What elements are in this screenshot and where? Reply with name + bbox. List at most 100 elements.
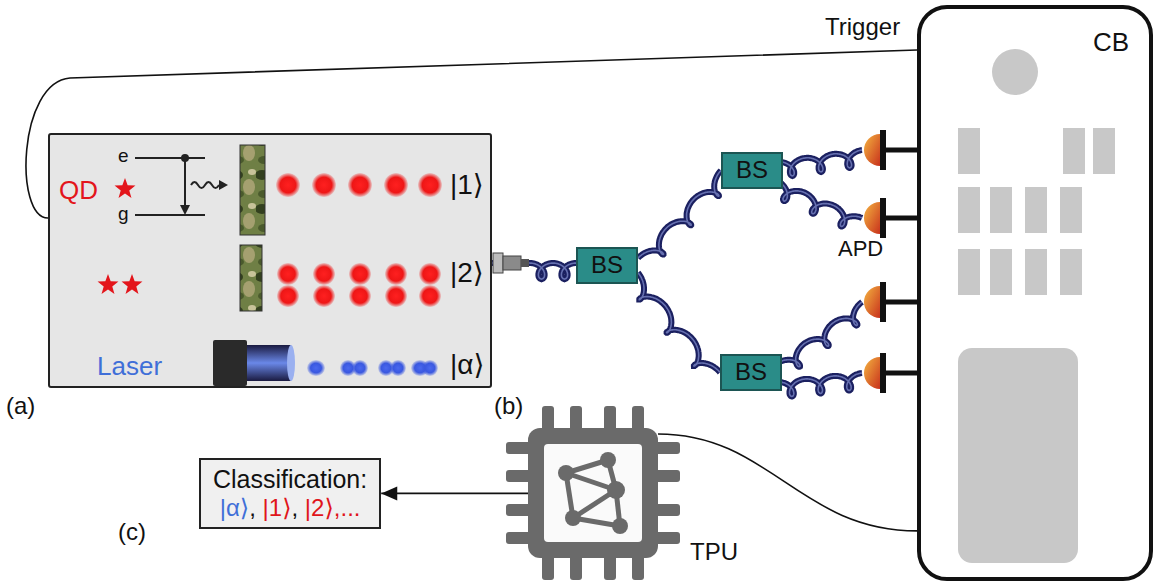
photon-dots-part: [384, 173, 408, 197]
fiber-highlight: [530, 263, 576, 279]
signal-line: [658, 434, 917, 531]
apd-detector: [864, 130, 918, 393]
fiber-tube: [776, 180, 862, 226]
apd-detector-part-part: [880, 130, 886, 170]
source-illustration-part: [122, 274, 143, 294]
node-text: BS: [733, 156, 771, 185]
board-components-part: [958, 49, 1115, 563]
photon-dots-part: [418, 173, 442, 197]
tpu-chip-part-part: [612, 518, 628, 534]
tpu-chip-part-part: [528, 428, 658, 558]
photon-dots-part: [313, 263, 335, 285]
beam-splitter: BS: [576, 247, 638, 284]
coherent-pulses-part: [352, 360, 368, 376]
class-item: |1⟩: [263, 494, 292, 521]
edge-label: Trigger: [822, 13, 903, 42]
tpu-chip: [528, 428, 658, 558]
fiber-tube: [638, 273, 720, 373]
laser-device-part: [213, 340, 247, 386]
arrow-head: [381, 486, 397, 500]
board-components-part-part: [1025, 187, 1047, 233]
energy-levels-part: [191, 182, 219, 188]
apd-detector-part-part: [864, 286, 880, 318]
board-components-part-part: [1093, 128, 1115, 174]
source-illustration-part: [115, 178, 136, 198]
fiber-wire: [776, 150, 862, 396]
board-components-part-part: [990, 249, 1012, 295]
energy-levels: [135, 158, 219, 215]
source-illustration-part: [98, 274, 119, 294]
apd-detector-part: [864, 198, 918, 238]
apd-detector-part-part: [886, 371, 918, 376]
tpu-chip-part-part: [607, 481, 625, 499]
board-components-part-part: [1060, 187, 1082, 233]
fiber-highlight: [776, 302, 862, 367]
chip-name: TPU: [690, 538, 738, 567]
fiber-highlight: [638, 170, 721, 258]
state-label: |α⟩: [450, 351, 484, 379]
apd-detector-part: [864, 353, 918, 393]
board-components-part-part: [1025, 249, 1047, 295]
photon-dots-part: [312, 173, 336, 197]
fiber-highlight: [776, 150, 862, 176]
class-item: |2⟩,...: [305, 494, 361, 521]
signal-line: [381, 486, 528, 500]
separator: ,: [292, 494, 305, 521]
source-illustration-part: [240, 245, 262, 311]
photon-dots-part: [313, 285, 335, 307]
fiber-highlight: [776, 373, 862, 396]
tpu-chip-part: [506, 406, 680, 580]
fiber-connector-part: [503, 256, 521, 270]
fiber-highlight: [638, 273, 720, 373]
source-illustration-part: [240, 145, 265, 235]
board-components-part-part: [958, 187, 980, 233]
beam-splitter: BS: [721, 152, 783, 189]
optical-fiber: [638, 170, 721, 258]
board-components-part-part: [992, 49, 1038, 95]
board-components-part-part: [1060, 249, 1082, 295]
control-board: CB: [917, 5, 1153, 581]
level-label: g: [118, 204, 129, 223]
fiber-tube: [776, 302, 862, 367]
detector-label: APD: [838, 236, 883, 262]
apd-detector-part-part: [864, 357, 880, 389]
laser-device-part: [247, 345, 291, 381]
energy-levels-part: [135, 157, 205, 159]
apd-detector-part-part: [880, 353, 886, 393]
coherent-pulses: [307, 360, 438, 376]
apd-detector-part-part: [880, 282, 886, 322]
fiber-tube: [638, 170, 721, 258]
tpu-chip-part: [558, 452, 628, 534]
source-panel: QDeg|1⟩|2⟩Laser|α⟩: [48, 133, 492, 388]
separator: ,: [249, 494, 262, 521]
optical-fiber: [638, 273, 720, 373]
source-name: Laser: [97, 353, 162, 379]
level-label: e: [118, 146, 129, 165]
class-item: |α⟩: [220, 494, 249, 521]
source-name: QD: [59, 177, 98, 203]
photon-dots-part: [349, 263, 371, 285]
fiber-connector-part: [493, 253, 503, 273]
apd-detector-part-part: [886, 216, 918, 221]
source-illustration-part: [181, 154, 189, 162]
photon-dots-part: [348, 173, 372, 197]
source-illustration: [48, 133, 492, 388]
fiber-tube: [776, 373, 862, 396]
source-illustration-part: [219, 180, 228, 190]
source-illustration-part: [180, 205, 190, 215]
coherent-pulses-part: [390, 360, 406, 376]
apd-detector-part: [864, 282, 918, 322]
coherent-pulses-part: [422, 360, 438, 376]
photon-dots-part: [419, 263, 441, 285]
board-components: [917, 5, 1152, 581]
state-label: |1⟩: [450, 171, 484, 199]
panel-letter: (c): [118, 518, 146, 547]
apd-detector-part-part: [886, 300, 918, 305]
photon-dots-part: [419, 285, 441, 307]
node-text: BS: [588, 251, 626, 280]
node-text: BS: [732, 358, 770, 387]
panel-letter: (a): [6, 392, 35, 421]
board-components-part-part: [958, 348, 1078, 563]
beam-splitter: BS: [720, 354, 782, 391]
photon-dots-part: [385, 263, 407, 285]
